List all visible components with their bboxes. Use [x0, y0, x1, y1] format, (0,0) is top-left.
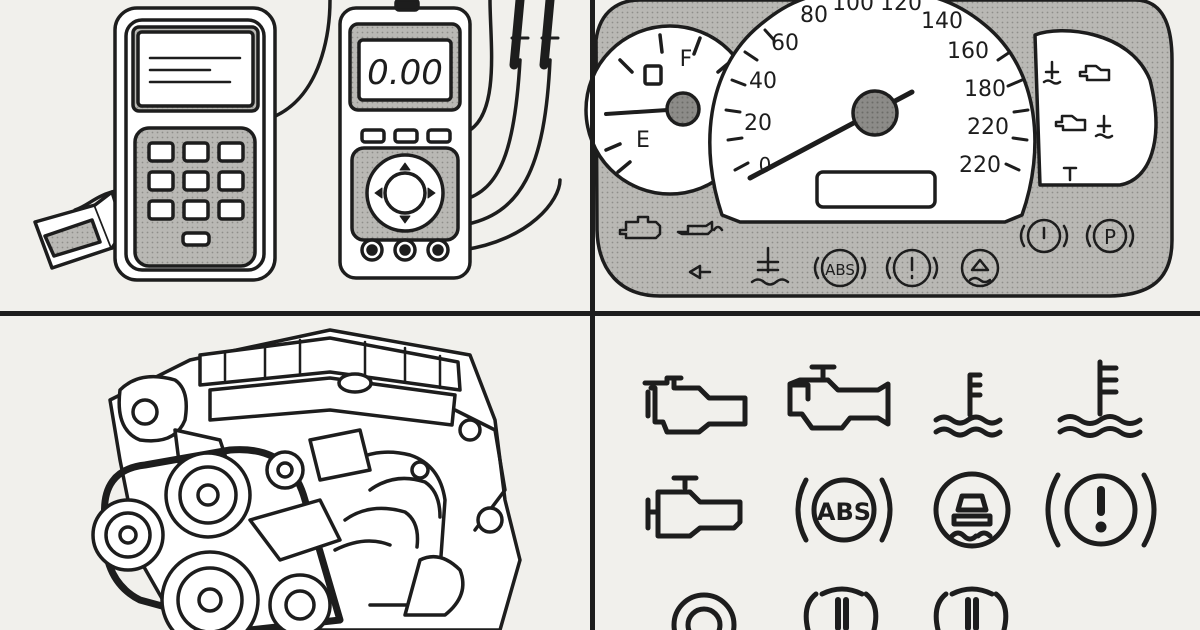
coolant-temp-icon	[1057, 359, 1143, 438]
speed-label: 20	[744, 111, 772, 136]
engine	[91, 328, 522, 630]
speed-label: 100	[832, 0, 874, 16]
multimeter-readout: 0.00	[367, 53, 443, 93]
speed-ticks	[724, 28, 1030, 172]
speed-label: 220	[967, 115, 1009, 140]
multimeter	[338, 0, 562, 280]
horizontal-divider	[0, 311, 1200, 316]
abs-legend-label: ABS	[817, 498, 871, 526]
speed-label: 120	[880, 0, 922, 16]
speed-tick-labels: 0 20 40 60 80 100 120 140 160 180 220 22…	[744, 0, 1009, 178]
cluster-telltales	[618, 60, 1135, 288]
speed-label: 160	[947, 39, 989, 64]
brake-warning-icon	[1045, 472, 1157, 548]
speed-label: 0	[759, 153, 772, 177]
speedometer	[708, 0, 1037, 224]
test-probes	[509, 0, 560, 70]
fuel-full-label: F	[680, 47, 693, 72]
tire-pressure-icon	[803, 586, 879, 630]
speed-label: 80	[800, 3, 828, 28]
cluster-abs-label: ABS	[825, 261, 855, 279]
cluster-park-label: P	[1104, 225, 1116, 249]
warning-legend	[642, 359, 1157, 630]
tire-pressure-icon	[933, 586, 1009, 630]
engine-pulleys	[91, 450, 332, 630]
check-engine-icon	[645, 475, 743, 539]
abs-warning-icon	[795, 477, 893, 543]
speed-label: 40	[749, 69, 777, 94]
obd-scanner	[33, 0, 332, 282]
meter-dial	[365, 153, 445, 233]
warning-pod	[1033, 29, 1158, 187]
stability-control-icon	[933, 471, 1011, 549]
fuel-empty-label: E	[636, 128, 650, 153]
speed-label: 180	[964, 77, 1006, 102]
speed-label: 220	[959, 153, 1001, 178]
scanner-keypad	[147, 141, 245, 247]
check-engine-icon	[642, 375, 748, 435]
meter-jacks	[360, 238, 450, 262]
speed-label: 140	[921, 9, 963, 34]
coolant-temp-icon	[933, 372, 1003, 438]
obd-connector	[33, 190, 126, 270]
instrument-cluster	[584, 0, 1174, 298]
speed-label: 60	[771, 31, 799, 56]
check-engine-icon	[787, 364, 891, 431]
brake-pad-warning-icon	[671, 592, 737, 630]
meter-buttons-row	[360, 128, 452, 144]
